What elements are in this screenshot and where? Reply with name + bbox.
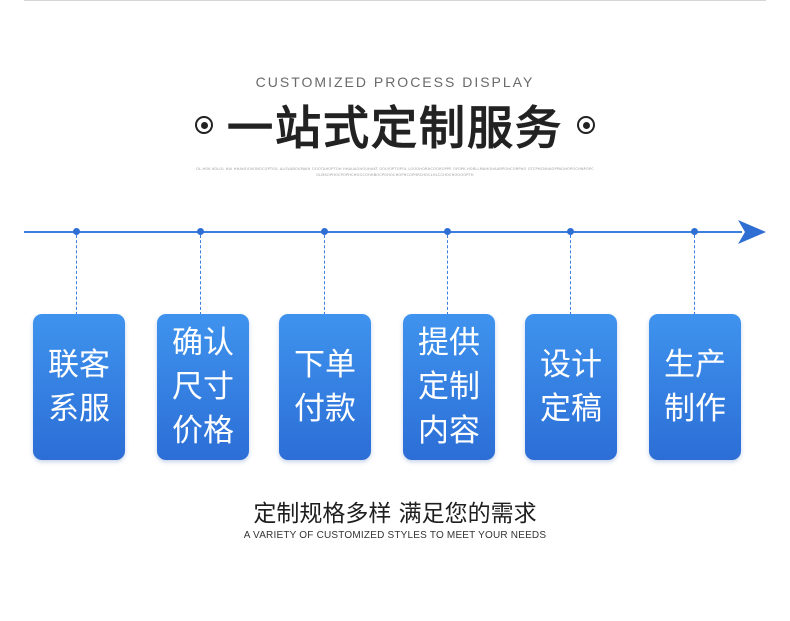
fine-print: OL.HOK KOLOL HAI HHAHOOVONOCOPTIOL ALOVA… [196,167,594,177]
step-card: 下单付款 [279,314,371,460]
step-label: 提供定制内容 [418,325,480,449]
step-connector [76,235,77,315]
timeline-dot [72,228,80,235]
top-divider [24,0,766,1]
timeline-dot [443,228,451,235]
step-connector [200,235,201,315]
title-row: 一站式定制服务 [0,95,790,155]
step-label: 设计定稿 [540,347,602,427]
page-title: 一站式定制服务 [227,101,563,155]
step-connector [447,235,448,315]
timeline-arrow-icon [738,220,766,244]
step-label: 下单付款 [294,347,356,427]
slogan-english: A VARIETY OF CUSTOMIZED STYLES TO MEET Y… [243,530,547,541]
step-card: 生产制作 [649,314,741,460]
timeline-dot [690,228,698,235]
timeline-dot [196,228,204,235]
step-connector [570,235,571,315]
step-label: 确认尺寸价格 [172,325,234,449]
timeline-line [24,231,742,233]
section-eyebrow: CUSTOMIZED PROCESS DISPLAY [255,74,535,90]
slogan: 定制规格多样 满足您的需求 [253,501,537,527]
bullet-right-icon [577,116,595,134]
step-connector [324,235,325,315]
step-card: 联客系服 [33,314,125,460]
bullet-left-icon [195,116,213,134]
step-label: 生产制作 [664,347,726,427]
step-card: 设计定稿 [525,314,617,460]
step-label: 联客系服 [48,347,110,427]
timeline-dot [566,228,574,235]
step-connector [694,235,695,315]
step-card: 提供定制内容 [403,314,495,460]
timeline-dot [320,228,328,235]
step-card: 确认尺寸价格 [157,314,249,460]
